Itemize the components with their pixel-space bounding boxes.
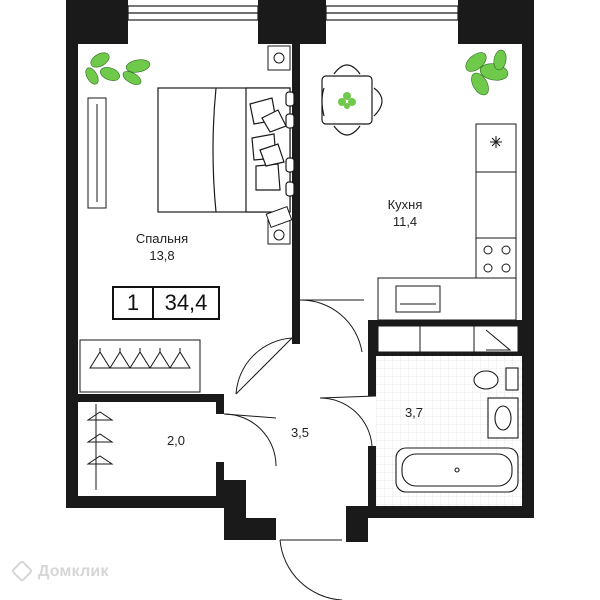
nightstands	[265, 45, 293, 245]
hall-area: 3,5	[290, 425, 310, 440]
kitchen-plant-icon	[465, 49, 509, 96]
kitchen-area: 11,4	[392, 214, 418, 229]
closet-hangers	[86, 404, 114, 490]
apartment-summary-badge: 1 34,4	[112, 286, 220, 320]
kitchen-name: Кухня	[387, 197, 423, 212]
bedroom-wall-shelf	[87, 97, 107, 209]
kitchen-counter	[377, 123, 517, 321]
kitchen-cabinets-row	[377, 325, 519, 353]
plant-icon	[85, 52, 151, 85]
kitchen-label: Кухня 11,4	[370, 196, 440, 230]
table-plant-icon	[338, 92, 356, 109]
bed	[157, 87, 295, 213]
bedroom-label: Спальня 13,8	[120, 230, 204, 264]
watermark: Домклик	[10, 559, 109, 583]
total-area: 34,4	[164, 290, 208, 315]
bathroom-fixtures	[395, 367, 519, 493]
watermark-text: Домклик	[38, 563, 109, 580]
rooms-count: 1	[114, 288, 154, 318]
closet-area: 2,0	[166, 433, 186, 448]
bedroom-area: 13,8	[149, 248, 175, 263]
domclick-logo-icon	[10, 559, 34, 583]
bedroom-wardrobe	[79, 339, 201, 393]
doors	[223, 299, 377, 600]
windows	[127, 5, 459, 21]
bedroom-name: Спальня	[135, 231, 189, 246]
bathroom-area: 3,7	[404, 405, 424, 420]
